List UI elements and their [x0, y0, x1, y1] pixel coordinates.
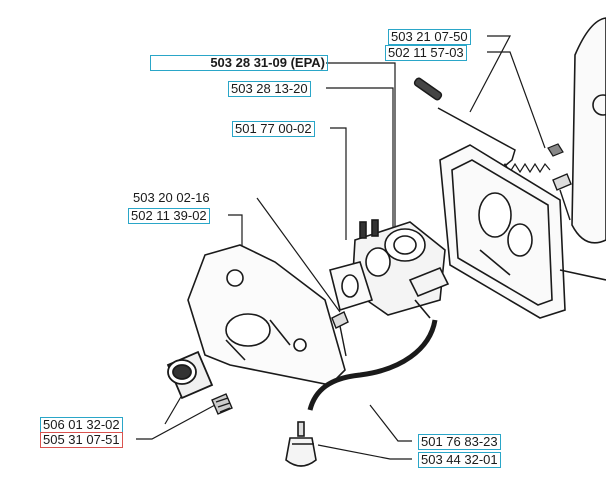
part-label-p3[interactable]: 503 28 13-20: [228, 81, 311, 97]
intake-cover: [187, 244, 346, 386]
spring: [499, 143, 564, 174]
leader-p4: [330, 127, 347, 240]
leader-p10: [317, 444, 412, 460]
leader-p9: [369, 404, 412, 442]
part-label-p4[interactable]: 501 77 00-02: [232, 121, 315, 137]
leader-p1: [469, 35, 511, 113]
carburetor: [351, 219, 450, 319]
screw-left: [331, 311, 349, 357]
leader-p8: [136, 404, 216, 440]
part-label-p9[interactable]: 501 76 83-23: [418, 434, 501, 450]
leader-p6: [228, 214, 243, 250]
part-label-p10[interactable]: 503 44 32-01: [418, 452, 501, 468]
mounting-plate: [439, 144, 606, 319]
leader-p3: [326, 87, 394, 232]
part-label-p1[interactable]: 503 21 07-50: [388, 29, 471, 45]
leader-p5: [256, 197, 341, 313]
leader-p2: [487, 51, 546, 149]
part-label-p2[interactable]: 502 11 57-03: [385, 45, 467, 61]
fuel-filter: [285, 421, 317, 467]
nipple: [211, 393, 233, 415]
part-label-p7[interactable]: 506 01 32-02: [40, 417, 123, 433]
screw-top: [552, 173, 572, 221]
part-label-p8[interactable]: 505 31 07-51: [40, 432, 123, 448]
part-label-p6[interactable]: 502 11 39-02: [128, 208, 210, 224]
gasket: [329, 261, 374, 312]
leader-p7: [164, 394, 183, 425]
part-label-carb-epa[interactable]: 503 28 31-09 (EPA): [150, 55, 328, 71]
rubber-sleeve: [166, 350, 214, 400]
leader-epa: [326, 62, 396, 240]
fuel-hose: [307, 319, 438, 411]
air-filter-cover: [571, 17, 606, 244]
part-label-p5[interactable]: 503 20 02-16: [133, 190, 210, 205]
